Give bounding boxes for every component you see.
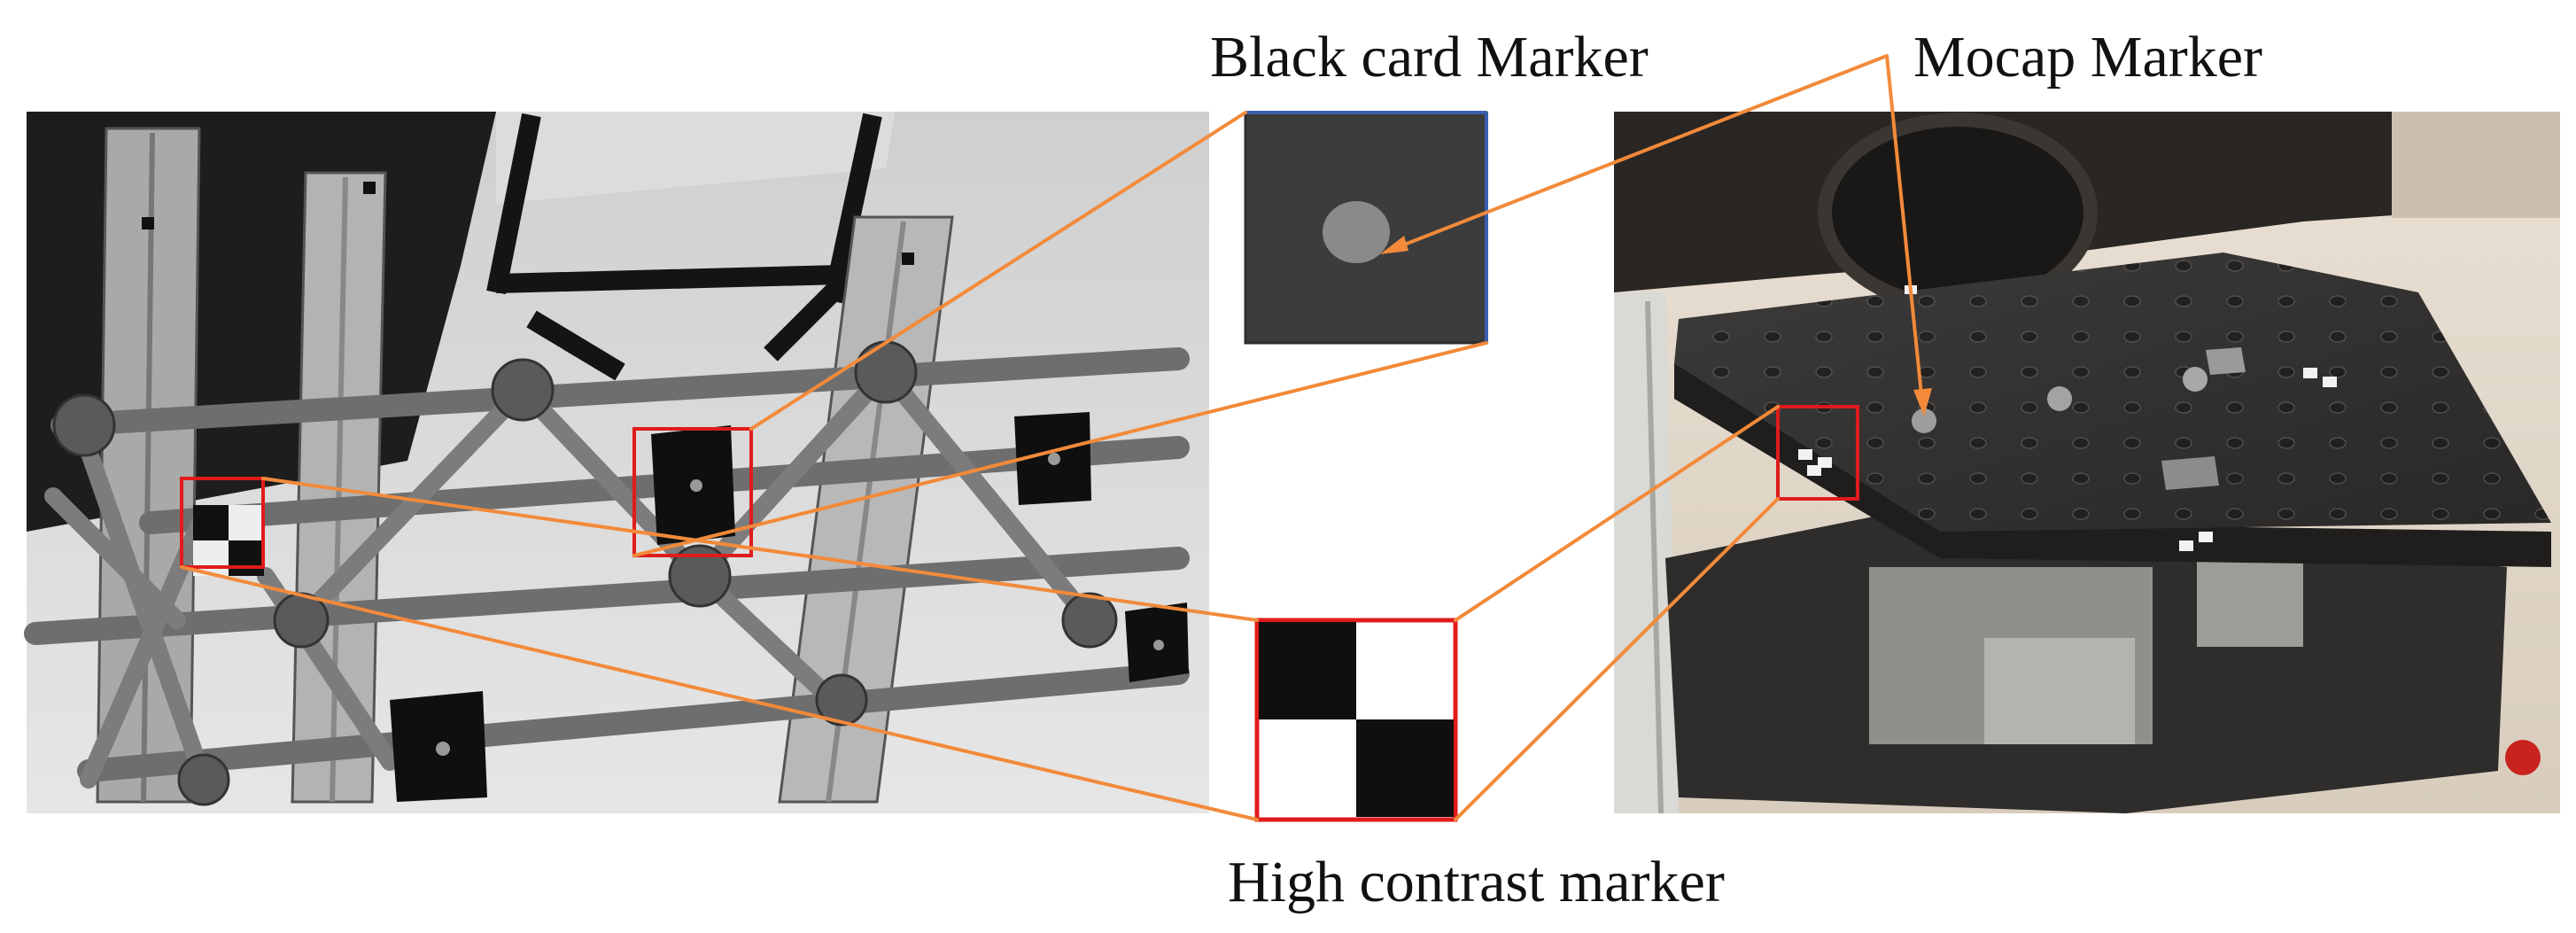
left-photo [24,112,1209,813]
mocap-ball-inset [1323,201,1390,263]
black-card-markers [390,412,1189,802]
small-white-tags [1798,285,2337,551]
highlight-box-checker [180,477,265,569]
background-table [486,113,882,381]
arrowheads [1380,236,1932,416]
right-photo [1614,112,2560,814]
inset-high-contrast [1254,618,1458,822]
label-black-card-marker: Black card Marker [1210,25,1649,89]
highlight-box-black-card [632,427,753,557]
leader-lines [180,54,1924,821]
breadboard-side [1674,363,2551,567]
label-mocap-marker: Mocap Marker [1913,25,2263,89]
label-high-contrast-marker: High contrast marker [1228,850,1725,914]
truss-joints [52,340,1118,806]
highlight-box-tags [1776,405,1859,501]
red-button [2505,740,2541,775]
mocap-balls [1912,367,2207,433]
